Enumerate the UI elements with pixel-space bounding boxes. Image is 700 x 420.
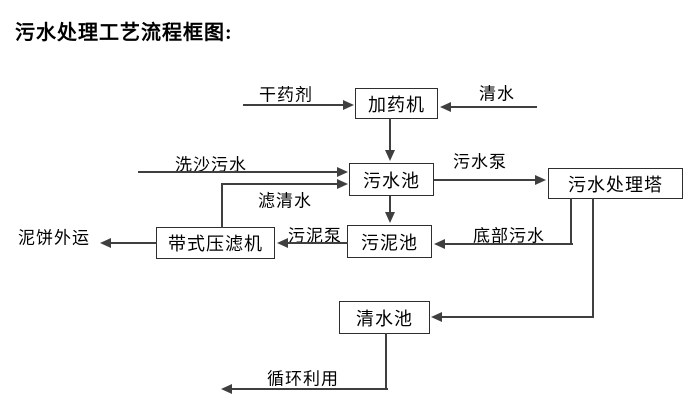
label-bottom-sewage: 底部污水: [473, 226, 545, 246]
arrowhead-down-icon: [385, 150, 395, 161]
connector-clean-water-to-dosing: [450, 106, 537, 108]
arrowhead-right-icon: [337, 179, 348, 189]
arrowhead-left-icon: [100, 238, 111, 248]
connector-filtered-water-to-sewage-pool: [222, 183, 338, 185]
node-treatment-tower: 污水处理塔: [548, 168, 683, 199]
arrowhead-right-icon: [337, 167, 348, 177]
node-sludge-pool: 污泥池: [347, 225, 432, 258]
label-mud-cake-outbound: 泥饼外运: [18, 228, 90, 248]
label-filtered-water: 滤清水: [258, 191, 312, 211]
connector-dry-chemical-to-dosing: [243, 104, 344, 106]
page-title: 污水处理工艺流程框图:: [15, 22, 233, 44]
arrowhead-left-icon: [277, 238, 288, 248]
arrowhead-right-icon: [343, 100, 354, 110]
connector-sandwash-to-sewage-pool: [138, 171, 338, 173]
connector-clean-pool-to-recycle: [232, 388, 388, 390]
connector-press-to-mud-cake: [111, 242, 157, 244]
node-clean-water-pool: 清水池: [339, 301, 430, 334]
label-clean-water: 清水: [479, 84, 515, 104]
node-sewage-pool: 污水池: [349, 163, 434, 196]
connector-press-up-filtered-water: [221, 183, 223, 228]
label-dry-chemical: 干药剂: [259, 85, 313, 105]
arrowhead-down-icon: [385, 212, 395, 223]
label-sand-wash-sewage: 洗沙污水: [175, 155, 247, 175]
arrowhead-left-icon: [431, 312, 442, 322]
connector-tower-down-bottom-sewage: [570, 198, 572, 245]
arrowhead-right-icon: [535, 175, 546, 185]
connector-tower-down-clean-pool: [592, 198, 594, 318]
node-belt-filter-press: 带式压滤机: [156, 227, 275, 259]
label-sludge-pump: 污泥泵: [288, 226, 342, 246]
arrowhead-left-icon: [434, 239, 445, 249]
connector-sewage-pump-to-tower: [434, 179, 536, 181]
connector-tower-to-clean-pool: [442, 316, 594, 318]
node-dosing-machine: 加药机: [355, 88, 438, 119]
connector-dosing-to-sewage-pool: [389, 118, 391, 151]
connector-sewage-pool-to-sludge-pool: [389, 196, 391, 213]
label-sewage-pump: 污水泵: [453, 152, 507, 172]
connector-bottom-sewage-to-sludge-pool: [445, 243, 573, 245]
label-recycle-use: 循环利用: [267, 369, 339, 389]
arrowhead-left-icon: [440, 102, 451, 112]
connector-clean-pool-down-recycle: [385, 333, 387, 390]
arrowhead-left-icon: [221, 384, 232, 394]
connector-sludge-pump-to-press: [288, 242, 348, 244]
